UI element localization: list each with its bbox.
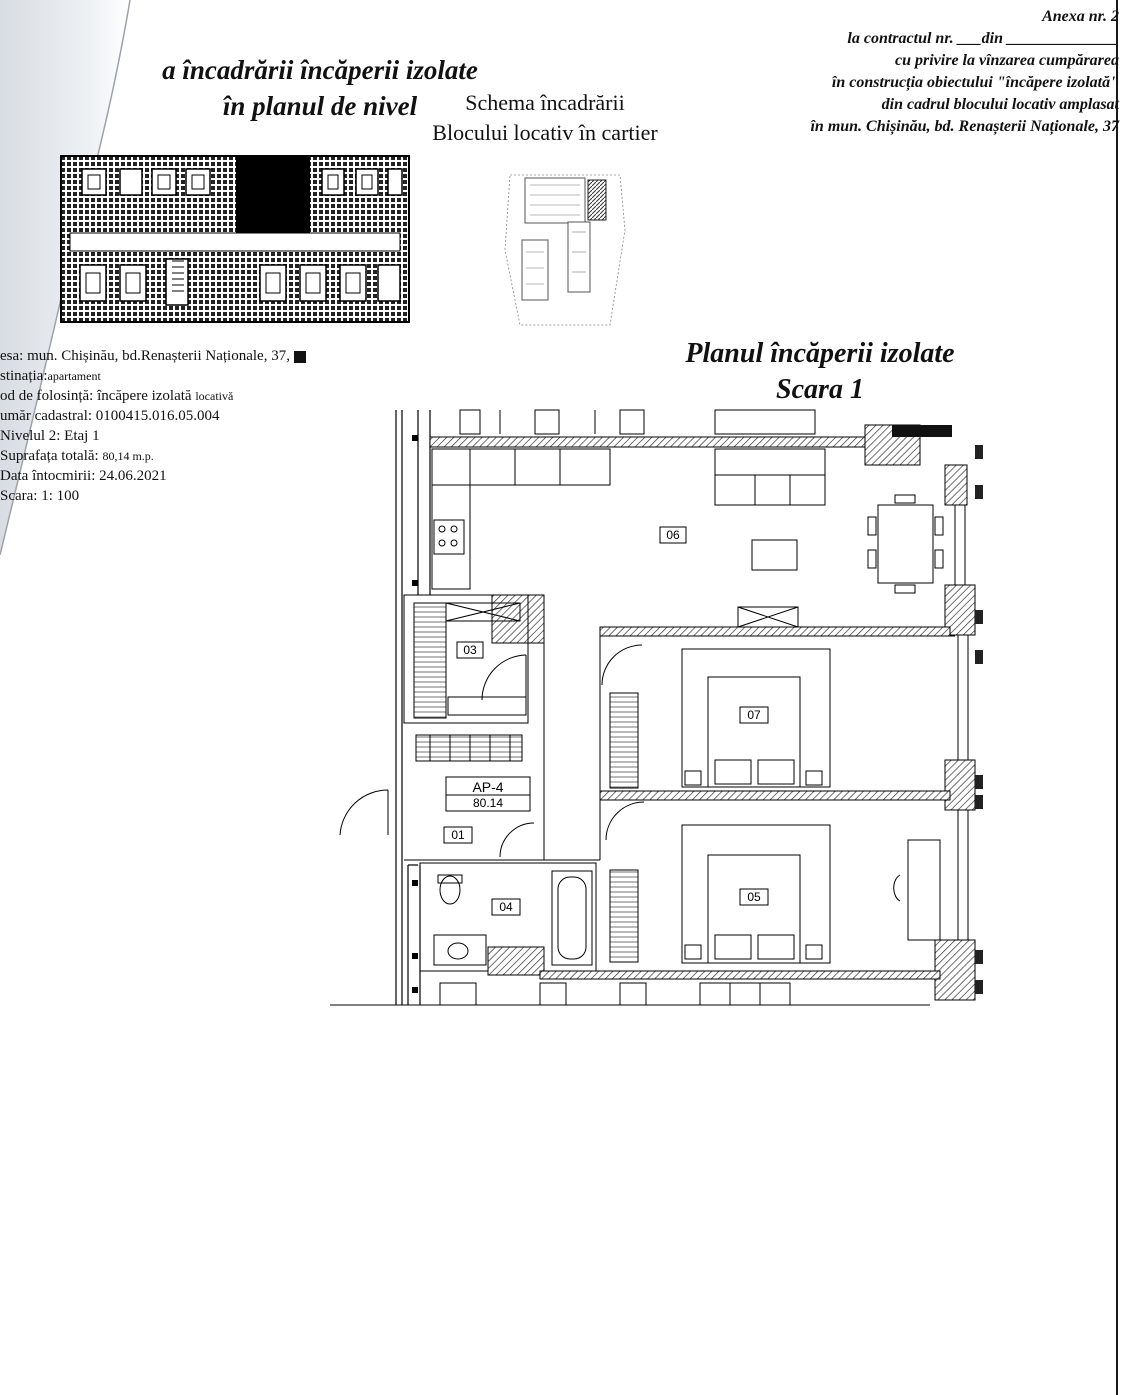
- room-label-05: 05: [739, 888, 769, 906]
- room-label-03: 03: [456, 641, 484, 659]
- annex-contract: la contractul nr. ___din ______________: [847, 30, 1119, 47]
- schema-title-line1: Schema încadrării: [465, 90, 625, 115]
- info-destination-value: apartament: [47, 369, 101, 383]
- quarter-schema-drawing: [504, 174, 626, 326]
- info-address: esa: mun. Chișinău, bd.Renașterii Națion…: [0, 348, 290, 364]
- room-label-07: 07: [739, 706, 769, 724]
- annex-line-5: în mun. Chișinău, bd. Renașterii Naționa…: [810, 118, 1119, 135]
- info-area-row: Suprafața totală: 80,14 m.p.: [0, 446, 460, 466]
- level-plan-drawing: [60, 155, 410, 323]
- room-label-04: 04: [491, 898, 521, 916]
- info-date: Data întocmirii: 24.06.2021: [0, 468, 167, 484]
- redaction-mark: [293, 350, 306, 363]
- annex-line-4: din cadrul blocului locativ amplasat: [881, 96, 1119, 113]
- info-cadastral: umăr cadastral: 0100415.016.05.004: [0, 408, 220, 424]
- info-area-label: Suprafața totală:: [0, 448, 99, 464]
- page-right-border: [1116, 0, 1118, 1395]
- info-destination-label: stinația:: [0, 368, 48, 384]
- apartment-floor-plan: 06 03 07 AP-4 80.14 01 04 05: [330, 409, 983, 1006]
- info-scale: Scara: 1: 100: [0, 488, 80, 504]
- apartment-label: AP-4: [472, 779, 503, 795]
- level-plan-title-line1: a încadrării încăperii izolate: [162, 55, 478, 85]
- svg-text:04: 04: [499, 900, 513, 914]
- svg-text:03: 03: [463, 643, 477, 657]
- info-level: Nivelul 2: Etaj 1: [0, 428, 100, 444]
- annex-line-2: cu privire la vînzarea cumpărarea: [895, 52, 1119, 69]
- info-use-label: od de folosință: încăpere izolată: [0, 388, 192, 404]
- property-info: esa: mun. Chișinău, bd.Renașterii Națion…: [0, 346, 460, 506]
- room-plan-title: Planul încăperii izolate Scara 1: [640, 336, 1000, 408]
- room-label-06: 06: [659, 526, 687, 544]
- annex-title: Anexa nr. 2: [1042, 8, 1119, 25]
- svg-text:07: 07: [747, 708, 761, 722]
- schema-title: Schema încadrării Blocului locativ în ca…: [405, 88, 685, 148]
- schema-title-line2: Blocului locativ în cartier: [432, 120, 658, 145]
- apartment-tag: AP-4 80.14: [445, 776, 531, 812]
- svg-text:05: 05: [747, 890, 761, 904]
- level-plan-title-line2: în planul de nivel: [222, 91, 418, 121]
- room-plan-title-line1: Planul încăperii izolate: [685, 338, 955, 369]
- room-plan-scale: Scara 1: [776, 374, 864, 405]
- info-use-value: locativă: [195, 389, 234, 403]
- info-area-value: 80,14 m.p.: [102, 449, 154, 463]
- info-destination-row: stinația:apartament: [0, 366, 460, 386]
- svg-text:06: 06: [666, 528, 680, 542]
- annex-block: Anexa nr. 2 la contractul nr. ___din ___…: [810, 6, 1119, 138]
- room-label-01: 01: [443, 826, 473, 844]
- info-use-row: od de folosință: încăpere izolată locati…: [0, 386, 460, 406]
- info-address-row: esa: mun. Chișinău, bd.Renașterii Națion…: [0, 346, 460, 366]
- annex-line-3: în construcția obiectului "încăpere izol…: [831, 74, 1119, 91]
- corridor-markers: [412, 435, 418, 993]
- svg-text:01: 01: [451, 828, 465, 842]
- level-plan-title: a încadrării încăperii izolate în planul…: [110, 52, 530, 124]
- apartment-area: 80.14: [473, 796, 503, 810]
